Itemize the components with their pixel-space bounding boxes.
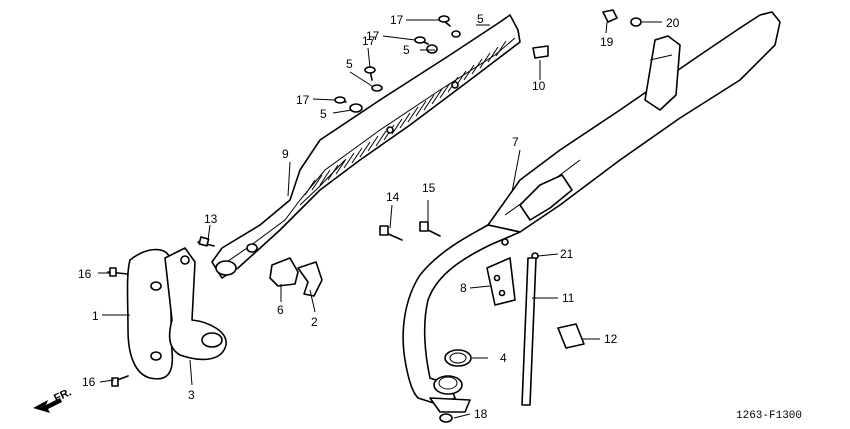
drawing-code: 1263-F1300 [736, 410, 802, 422]
front-direction-indicator: FR. [33, 386, 73, 413]
clamp-part [269, 257, 323, 297]
front-label: FR. [52, 386, 73, 404]
callout-2: 2 [311, 315, 318, 329]
callout-16-upper: 16 [78, 267, 92, 281]
callout-12: 12 [604, 332, 618, 346]
callout-18: 18 [474, 407, 488, 421]
callout-13: 13 [204, 212, 218, 226]
callout-8: 8 [460, 281, 467, 295]
callout-4: 4 [500, 351, 507, 365]
callout-17-third: 17 [362, 34, 376, 48]
callout-17-top: 17 [390, 13, 404, 27]
hardware-parts [107, 9, 642, 423]
muffler-part [402, 11, 781, 413]
callout-16-lower: 16 [82, 375, 96, 389]
callout-10: 10 [532, 79, 546, 93]
callout-7: 7 [512, 135, 519, 149]
callouts: 1 2 3 4 5 5 5 5 6 7 8 9 10 11 12 13 14 1… [78, 12, 680, 421]
callout-5-second: 5 [403, 43, 410, 57]
callout-17-fourth: 17 [296, 93, 310, 107]
callout-21: 21 [560, 247, 574, 261]
callout-3: 3 [188, 388, 195, 402]
callout-15: 15 [422, 181, 436, 195]
callout-5-fourth: 5 [320, 107, 327, 121]
callout-17-second: 17 [366, 29, 380, 43]
callout-14: 14 [386, 190, 400, 204]
callout-11: 11 [562, 291, 575, 305]
pipe-joint-part [164, 247, 227, 361]
callout-6: 6 [277, 303, 284, 317]
callout-20: 20 [666, 16, 680, 30]
pipe-protector-part [126, 248, 174, 380]
callout-5-third: 5 [346, 57, 353, 71]
callout-5-top: 5 [477, 12, 484, 26]
callout-19: 19 [600, 35, 614, 49]
leader-lines [98, 19, 662, 419]
callout-1: 1 [92, 309, 99, 323]
muffler-protector-part [211, 14, 521, 279]
callout-9: 9 [282, 147, 289, 161]
